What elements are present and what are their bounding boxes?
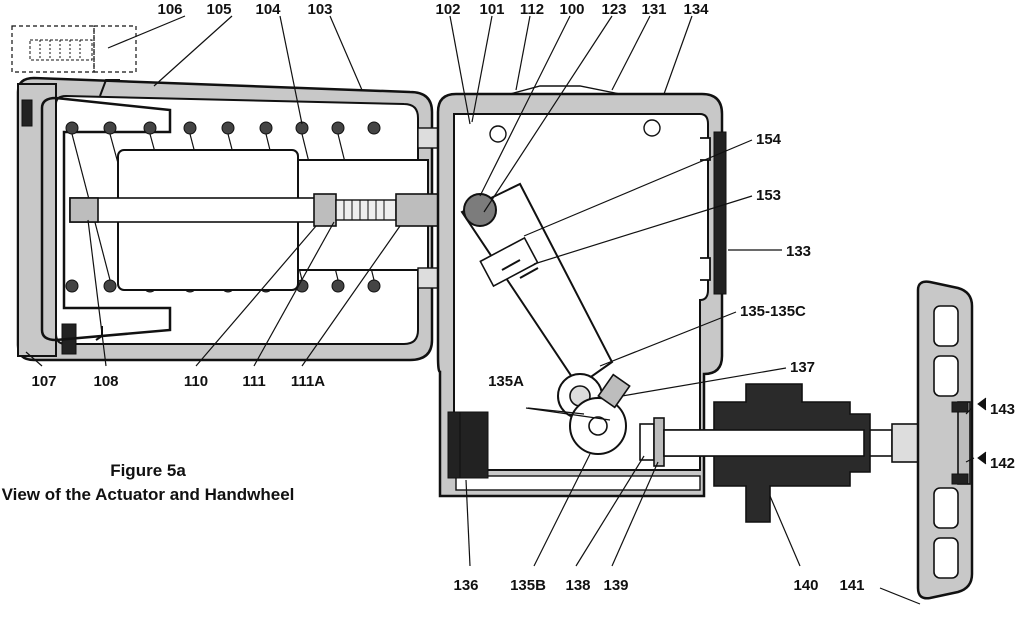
callout-141: 141 xyxy=(839,577,864,594)
callout-105: 105 xyxy=(206,1,231,18)
leader-lines xyxy=(25,15,975,605)
callout-153: 153 xyxy=(756,187,781,204)
callout-102: 102 xyxy=(435,1,460,18)
callout-136: 136 xyxy=(453,577,478,594)
handwheel-screw xyxy=(639,383,929,523)
callout-111: 111 xyxy=(242,373,265,390)
callout-108: 108 xyxy=(93,373,118,390)
callout-123: 123 xyxy=(601,1,626,18)
callout-135-135c: 135-135C xyxy=(740,303,806,320)
callout-100: 100 xyxy=(559,1,584,18)
callout-135a: 135A xyxy=(488,373,524,390)
callout-138: 138 xyxy=(565,577,590,594)
callout-133: 133 xyxy=(786,243,811,260)
handwheel xyxy=(916,280,974,600)
callout-107: 107 xyxy=(31,373,56,390)
callout-104: 104 xyxy=(255,1,281,18)
callout-142: 142 xyxy=(990,455,1015,472)
callout-137: 137 xyxy=(790,359,815,376)
callout-103: 103 xyxy=(307,1,332,18)
callout-140: 140 xyxy=(793,577,818,594)
lever-rollers xyxy=(557,373,631,455)
callout-154: 154 xyxy=(756,131,782,148)
callout-135b: 135B xyxy=(510,577,546,594)
actuator-stem xyxy=(69,149,451,291)
callout-112: 112 xyxy=(520,1,544,18)
callout-131: 131 xyxy=(641,1,666,18)
figure-title: View of the Actuator and Handwheel xyxy=(2,485,295,504)
housing-plug xyxy=(447,411,489,479)
callout-134: 134 xyxy=(683,1,709,18)
callout-111a: 111A xyxy=(291,373,325,390)
optional-component-dashed xyxy=(11,25,137,73)
figure-number: Figure 5a xyxy=(110,461,186,480)
callout-106: 106 xyxy=(157,1,182,18)
callout-143: 143 xyxy=(990,401,1015,418)
callout-110: 110 xyxy=(184,373,208,390)
callout-101: 101 xyxy=(479,1,504,18)
lever-arm xyxy=(460,182,614,388)
callout-139: 139 xyxy=(603,577,628,594)
